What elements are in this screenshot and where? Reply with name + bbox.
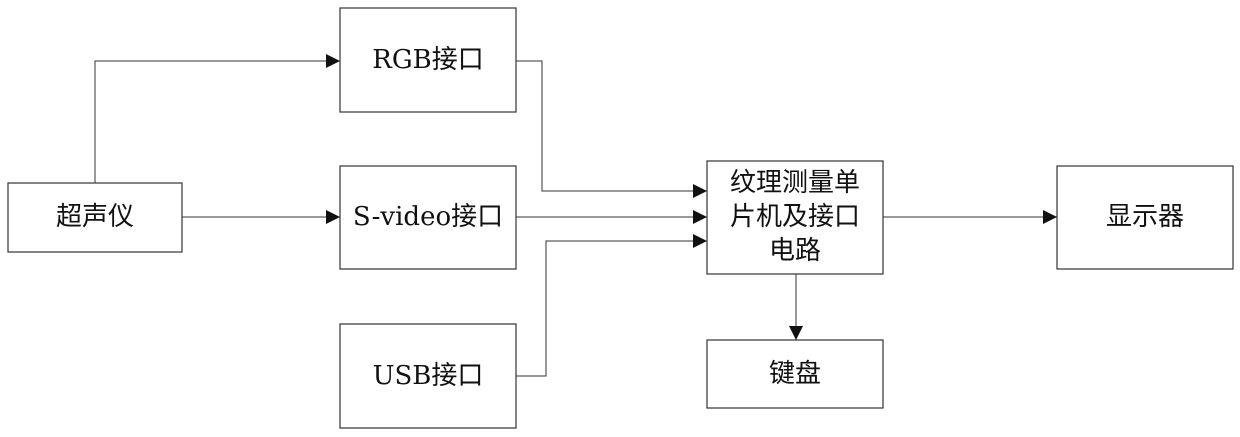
node-svideo-interface: S-video接口 xyxy=(340,166,516,269)
node-ultrasound-label: 超声仪 xyxy=(56,202,134,232)
node-usb-interface-label: USB接口 xyxy=(373,361,484,391)
node-keyboard-label: 键盘 xyxy=(769,359,821,389)
node-mcu-label-line2: 片机及接口 xyxy=(730,202,860,232)
node-ultrasound: 超声仪 xyxy=(8,183,182,252)
connectors xyxy=(95,61,1057,376)
node-display-label: 显示器 xyxy=(1106,202,1184,232)
edge-rgb-mcu xyxy=(516,61,707,191)
node-svideo-interface-label: S-video接口 xyxy=(353,202,503,232)
edge-usb-mcu xyxy=(516,241,707,376)
node-mcu-label-line1: 纹理测量单 xyxy=(730,168,860,198)
node-keyboard: 键盘 xyxy=(707,340,883,408)
node-mcu-interface-circuit: 纹理测量单 片机及接口 电路 xyxy=(707,161,883,274)
node-mcu-label-line3: 电路 xyxy=(769,236,821,266)
node-rgb-interface-label: RGB接口 xyxy=(372,45,483,75)
edge-ultrasound-rgb xyxy=(95,61,340,183)
node-usb-interface: USB接口 xyxy=(340,324,516,428)
node-display: 显示器 xyxy=(1057,166,1233,269)
node-rgb-interface: RGB接口 xyxy=(340,8,516,112)
